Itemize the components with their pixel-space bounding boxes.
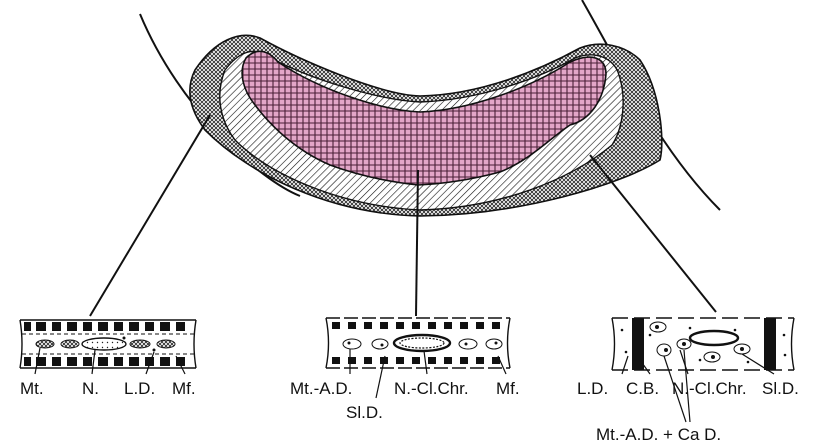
- label-lipid-droplets-left: L.D.: [124, 380, 155, 397]
- label-sld-center: Sl.D.: [346, 404, 383, 421]
- pointer-line-right: [590, 155, 716, 312]
- label-contraction-bands-right: C.B.: [626, 380, 659, 397]
- label-sld-right: Sl.D.: [762, 380, 799, 397]
- label-lipid-droplets-right: L.D.: [577, 380, 608, 397]
- label-n-clchr-right: N.-Cl.Chr.: [672, 380, 747, 397]
- label-myofibrils-left: Mf.: [172, 380, 196, 397]
- pointer-line-left: [90, 115, 210, 316]
- panel-right-necrotic-fiber: [612, 318, 794, 422]
- panel-left-normal-fiber: [20, 320, 196, 374]
- label-nucleus-left: N.: [82, 380, 99, 397]
- label-mt-ad-center: Mt.-A.D.: [290, 380, 352, 397]
- label-n-clchr-center: N.-Cl.Chr.: [394, 380, 469, 397]
- label-mt-ad-ca-right: Mt.-A.D. + Ca D.: [596, 426, 721, 443]
- label-myofibrils-center: Mf.: [496, 380, 520, 397]
- label-mitochondria-left: Mt.: [20, 380, 44, 397]
